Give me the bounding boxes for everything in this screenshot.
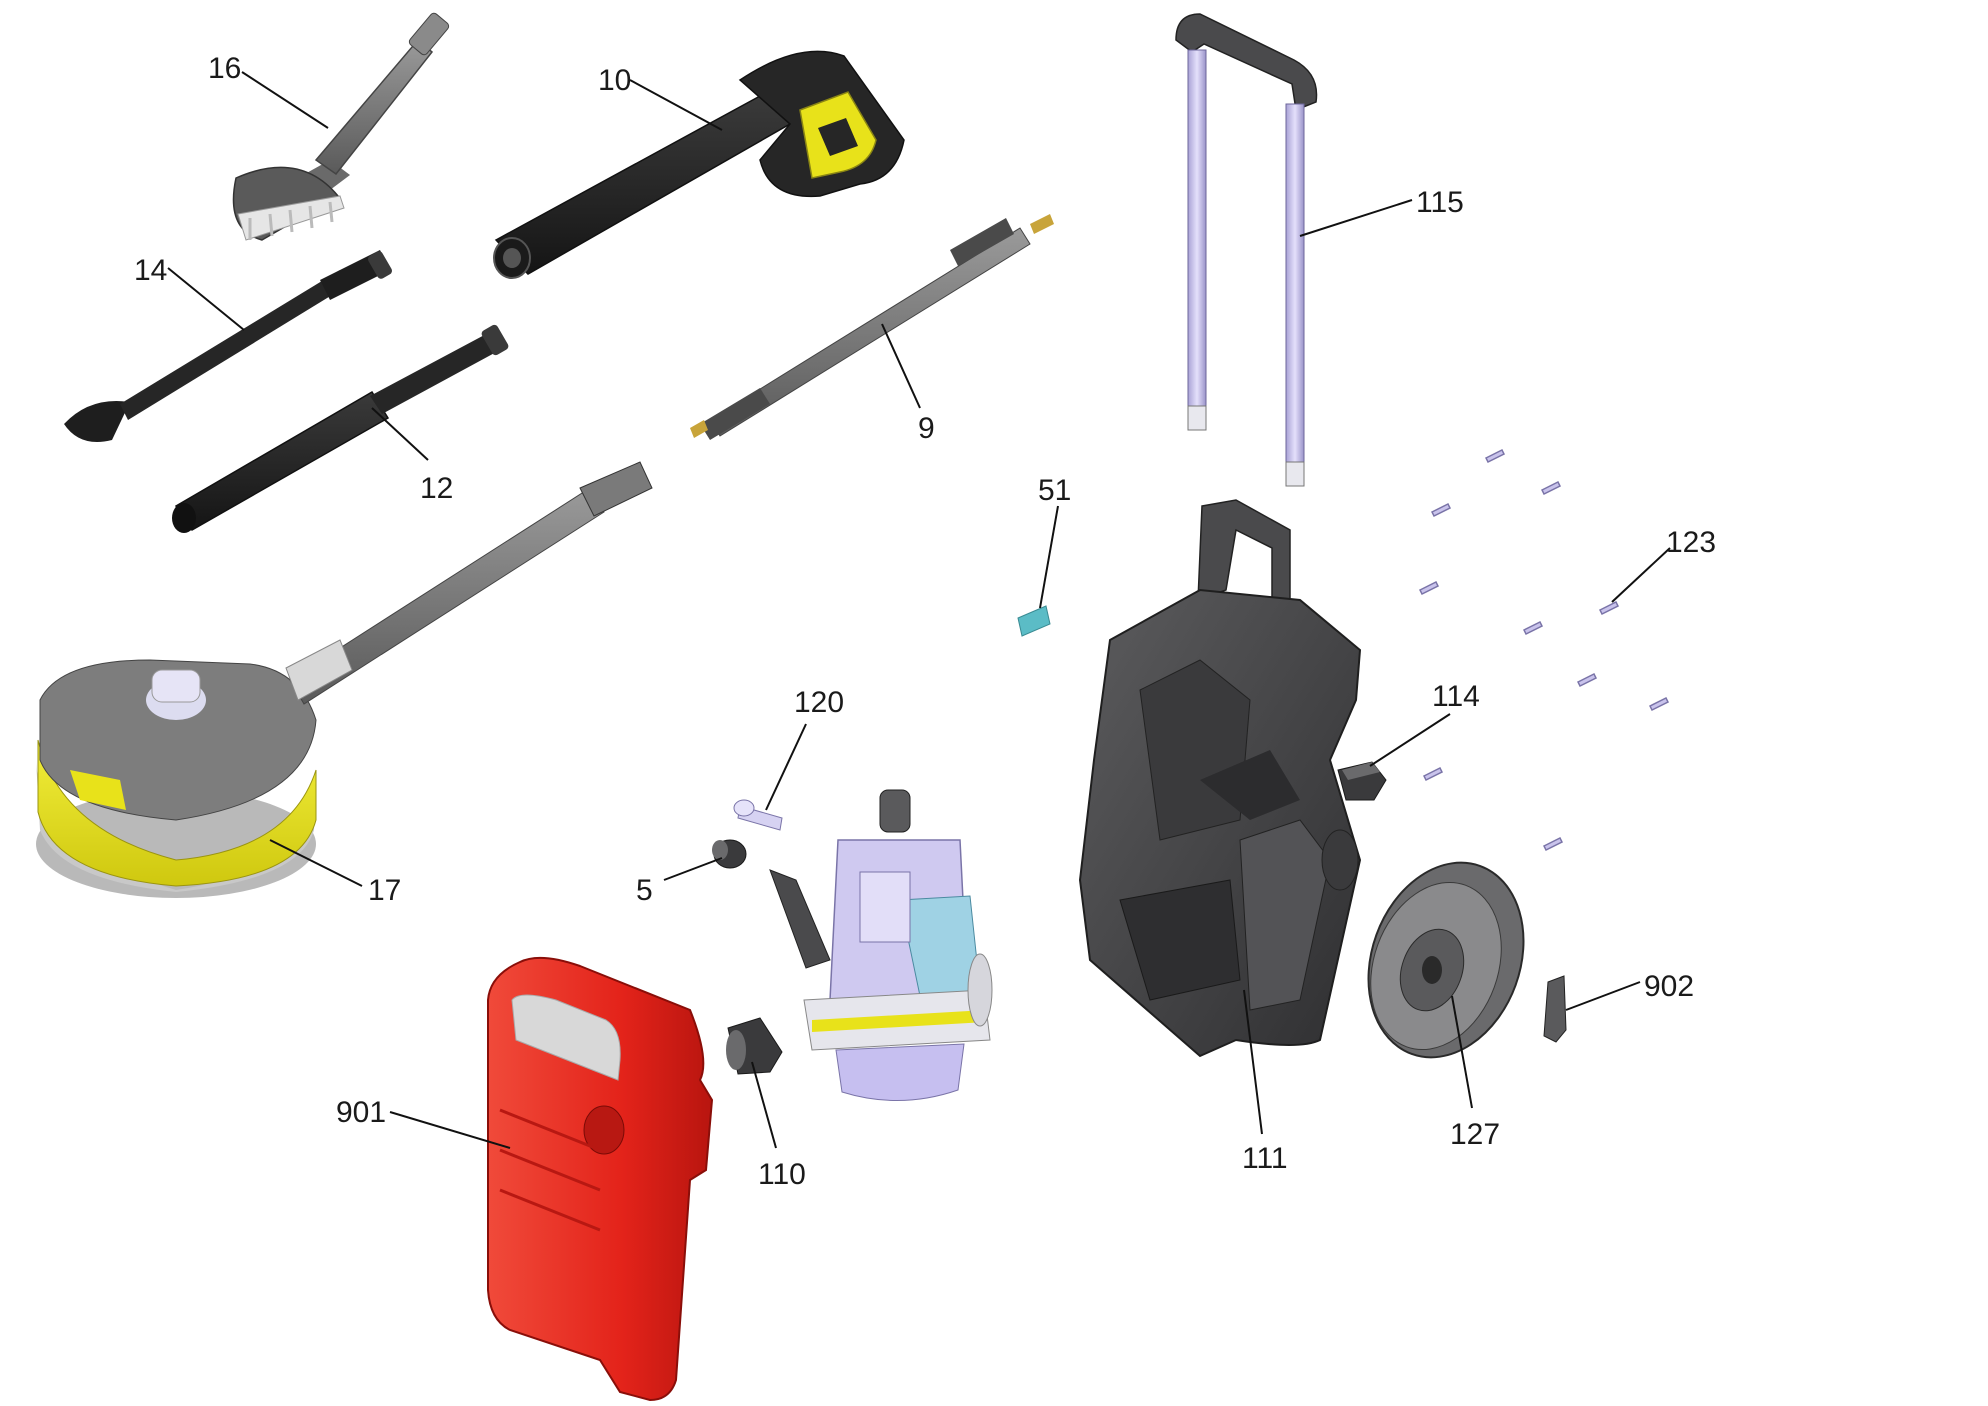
brush-16	[232, 12, 450, 241]
part-label-901: 901	[336, 1096, 386, 1129]
main-housing-111	[1078, 499, 1362, 1058]
leader-123	[1611, 547, 1671, 603]
part-label-12: 12	[420, 472, 453, 505]
wheel-127	[1367, 861, 1525, 1059]
leader-14	[167, 267, 245, 331]
telescopic-handle-115	[1175, 13, 1318, 487]
part-label-120: 120	[794, 686, 844, 719]
leader-901	[389, 1111, 511, 1149]
type-label-51	[1017, 605, 1051, 637]
part-label-14: 14	[134, 254, 167, 287]
leader-120	[765, 723, 807, 811]
part-label-51: 51	[1038, 474, 1071, 507]
dirt-blaster-12	[172, 324, 509, 533]
leader-10	[629, 79, 723, 131]
extension-lance-9	[690, 214, 1054, 440]
leader-5	[663, 857, 723, 881]
leader-902	[1565, 981, 1641, 1011]
leader-16	[241, 71, 329, 129]
red-cover-901	[487, 956, 714, 1402]
leader-9	[881, 323, 921, 409]
part-label-5: 5	[636, 874, 653, 907]
surface-cleaner-17	[36, 461, 653, 898]
part-label-902: 902	[1644, 970, 1694, 1003]
part-label-123: 123	[1666, 526, 1716, 559]
part-label-115: 115	[1416, 186, 1464, 219]
leader-12	[371, 407, 429, 461]
leader-lines	[167, 71, 1671, 1149]
leader-110	[751, 1061, 777, 1149]
leader-51	[1039, 505, 1059, 609]
hook-902	[1543, 975, 1567, 1043]
part-label-110: 110	[758, 1158, 806, 1191]
part-label-10: 10	[598, 64, 631, 97]
spray-lance-14	[64, 250, 392, 442]
leader-114	[1369, 713, 1451, 767]
part-label-111: 111	[1242, 1142, 1288, 1175]
part-label-16: 16	[208, 52, 241, 85]
knob-5	[712, 839, 747, 869]
fitting-120	[733, 799, 783, 831]
leader-111	[1243, 989, 1263, 1135]
coupling-110	[726, 1017, 783, 1075]
part-label-9: 9	[918, 412, 935, 445]
part-label-127: 127	[1450, 1118, 1500, 1151]
spray-gun-10	[493, 50, 905, 279]
leader-127	[1451, 995, 1473, 1109]
part-label-17: 17	[368, 874, 401, 907]
clip-114	[1337, 761, 1387, 801]
screws-123	[1418, 448, 1670, 852]
pump-assembly	[769, 789, 993, 1102]
part-labels: 16 10 14 12 9 17 115 51 123 120 114 5 90…	[134, 52, 1716, 1191]
part-label-114: 114	[1432, 680, 1480, 713]
leader-115	[1299, 199, 1413, 237]
leader-17	[269, 839, 363, 887]
